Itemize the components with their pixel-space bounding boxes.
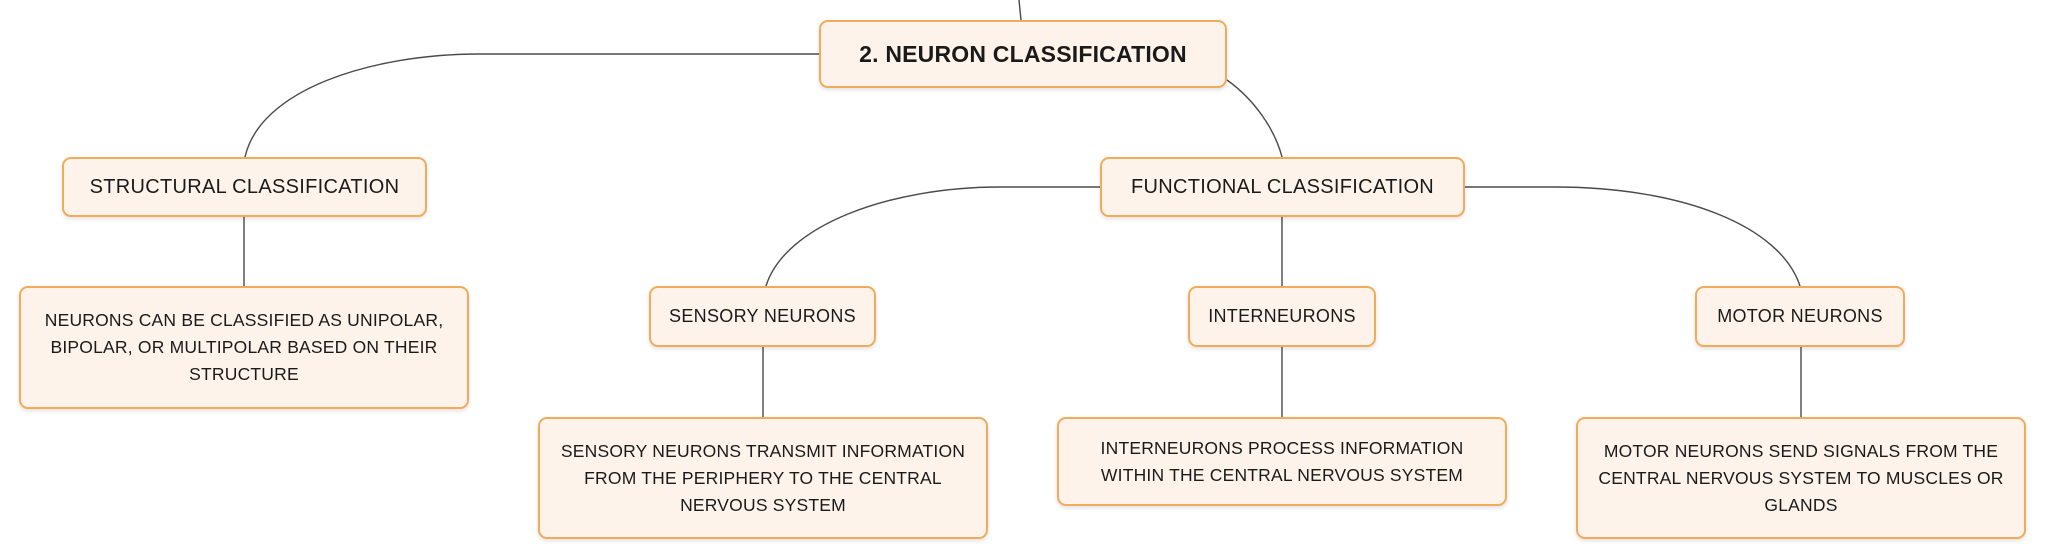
connector-root-to-structural (244, 53, 819, 158)
sensory-description-text: SENSORY NEURONS TRANSMIT INFORMATION FRO… (560, 440, 966, 515)
interneurons-description-node[interactable]: INTERNEURONS PROCESS INFORMATION WITHIN … (1057, 417, 1507, 506)
root-node-label: 2. NEURON CLASSIFICATION (859, 40, 1187, 67)
sensory-neurons-label: SENSORY NEURONS (669, 306, 856, 326)
interneurons-description-text: INTERNEURONS PROCESS INFORMATION WITHIN … (1100, 437, 1464, 485)
structural-classification-label: STRUCTURAL CLASSIFICATION (89, 175, 400, 198)
motor-neurons-label: MOTOR NEURONS (1717, 306, 1883, 326)
structural-description-node[interactable]: NEURONS CAN BE CLASSIFIED AS UNIPOLAR, B… (19, 286, 469, 409)
connector-functional-to-motor (1465, 186, 1801, 287)
connector-functional-to-sensory (765, 186, 1100, 287)
connector-parent-to-root (1018, 0, 1022, 21)
interneurons-node[interactable]: INTERNEURONS (1188, 286, 1376, 347)
structural-description-text: NEURONS CAN BE CLASSIFIED AS UNIPOLAR, B… (44, 310, 444, 384)
motor-neurons-node[interactable]: MOTOR NEURONS (1695, 286, 1905, 347)
structural-classification-node[interactable]: STRUCTURAL CLASSIFICATION (62, 157, 427, 217)
functional-classification-node[interactable]: FUNCTIONAL CLASSIFICATION (1100, 157, 1465, 217)
sensory-description-node[interactable]: SENSORY NEURONS TRANSMIT INFORMATION FRO… (538, 417, 988, 539)
functional-classification-label: FUNCTIONAL CLASSIFICATION (1130, 175, 1435, 198)
connector-root-to-functional (1226, 79, 1283, 158)
root-node[interactable]: 2. NEURON CLASSIFICATION (819, 20, 1227, 88)
motor-description-node[interactable]: MOTOR NEURONS SEND SIGNALS FROM THE CENT… (1576, 417, 2026, 539)
interneurons-label: INTERNEURONS (1208, 306, 1356, 326)
motor-description-text: MOTOR NEURONS SEND SIGNALS FROM THE CENT… (1598, 440, 2004, 515)
sensory-neurons-node[interactable]: SENSORY NEURONS (649, 286, 876, 347)
